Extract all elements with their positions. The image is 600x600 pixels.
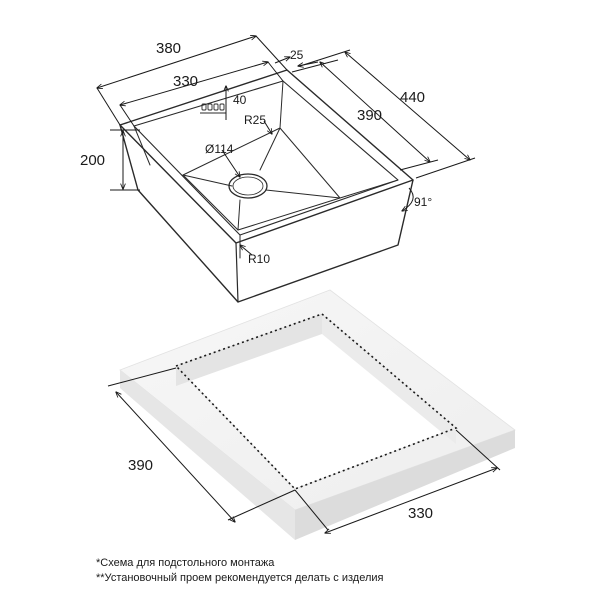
label-cutout-390: 390 <box>128 457 153 474</box>
drain <box>228 173 268 199</box>
label-r25: R25 <box>244 113 266 127</box>
note-cutout-recommendation: **Установочный проем рекомендуется делат… <box>96 572 384 584</box>
label-r10: R10 <box>248 252 270 266</box>
label-cutout-330: 330 <box>408 505 433 522</box>
label-440: 440 <box>400 89 425 106</box>
label-25: 25 <box>290 48 304 62</box>
sink-dimension-lines <box>97 36 476 256</box>
cutout-outline <box>174 313 458 490</box>
sink-dimension-labels: 380 330 25 390 440 200 40 R25 Ø114 R10 9… <box>80 40 432 266</box>
label-91: 91° <box>414 195 432 209</box>
label-330: 330 <box>173 73 198 90</box>
label-40: 40 <box>233 93 247 107</box>
label-200: 200 <box>80 152 105 169</box>
label-390: 390 <box>357 107 382 124</box>
sink-body-walls <box>119 124 414 303</box>
countertop-slab <box>119 289 516 540</box>
cutout-dimension-lines <box>107 367 501 533</box>
note-mounting-scheme: *Схема для подстольного монтажа <box>96 557 275 569</box>
drain-grooves <box>182 127 341 231</box>
basin-edges <box>133 80 399 259</box>
label-380: 380 <box>156 40 181 57</box>
label-d114: Ø114 <box>205 142 234 156</box>
cutout-dimension-labels: 390 330 <box>128 457 433 522</box>
